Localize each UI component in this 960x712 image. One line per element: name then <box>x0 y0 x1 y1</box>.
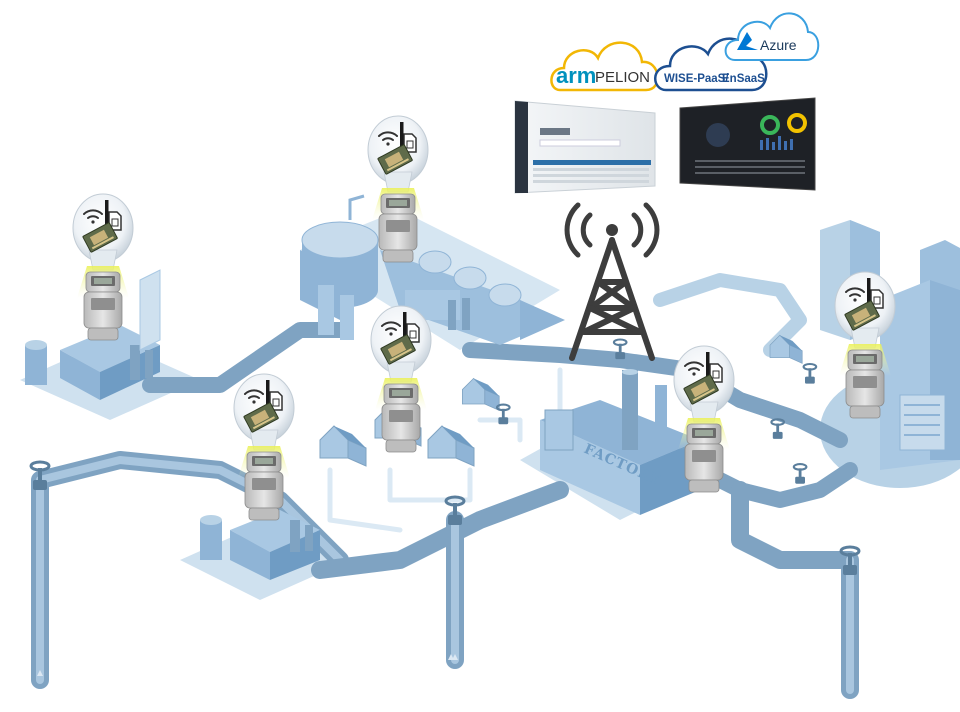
cell-tower-icon <box>564 202 660 361</box>
azure-cloud: Azure <box>724 12 820 61</box>
azure-logo-icon <box>737 32 758 50</box>
arm-logo-text: arm <box>556 63 596 88</box>
city-buildings <box>820 220 960 470</box>
wise-paas-dashboard <box>679 97 816 191</box>
pelion-label: PELION <box>595 69 650 86</box>
bottom-plant <box>200 510 320 580</box>
wise-paas-label: WISE-PaaS/ <box>664 73 729 85</box>
left-plant <box>25 269 161 400</box>
ensaas-label: EnSaaS <box>722 73 765 85</box>
water-treatment-plant <box>300 194 565 345</box>
pipeline-network <box>31 273 859 699</box>
azure-label: Azure <box>760 37 797 53</box>
smart-meter-1 <box>72 193 134 341</box>
factory-building: FACTORY <box>540 369 700 515</box>
pelion-dashboard <box>514 100 656 194</box>
arm-pelion-cloud: arm PELION <box>550 41 659 92</box>
flow-arrow-icon <box>37 654 458 676</box>
